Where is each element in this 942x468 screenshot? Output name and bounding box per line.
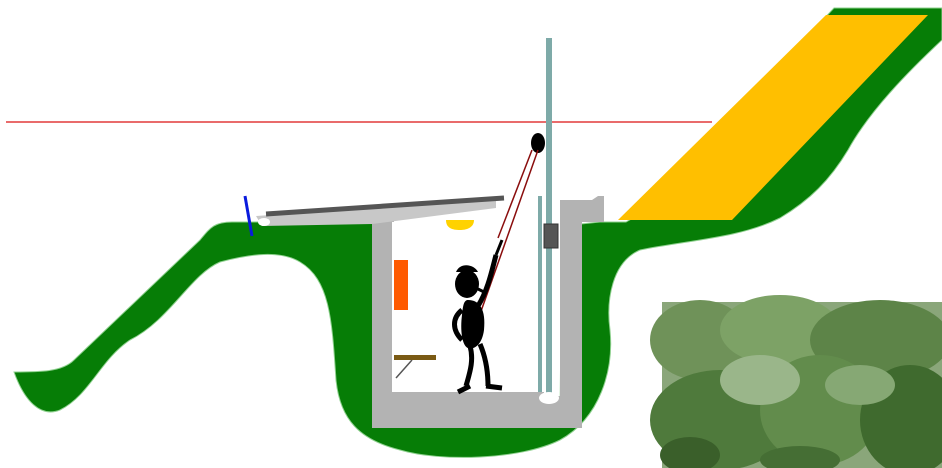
tree-foliage-photo [650, 295, 942, 468]
shelf [394, 355, 436, 360]
pole-box [544, 224, 558, 248]
pole-base [539, 392, 559, 404]
vertical-pole [546, 38, 552, 398]
roof-hinge [258, 218, 270, 226]
inner-guide-pole [538, 196, 542, 392]
orange-panel [394, 260, 408, 310]
